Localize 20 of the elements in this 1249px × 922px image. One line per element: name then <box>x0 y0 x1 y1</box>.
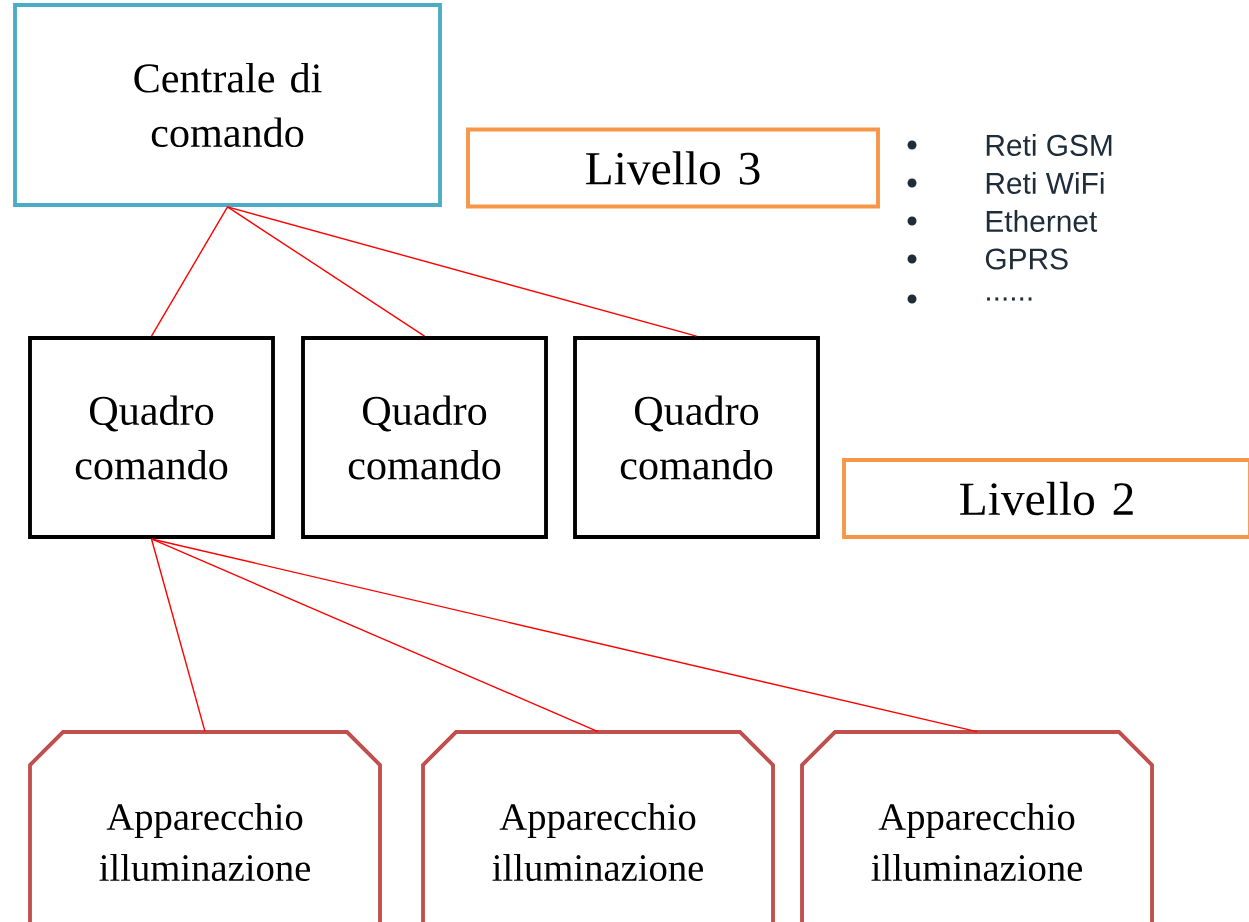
control-panel-box: Quadro comando <box>573 336 820 539</box>
connector-line <box>150 538 599 733</box>
level-label-box: Livello 3 <box>466 127 880 209</box>
list-item: GPRS <box>985 248 1068 270</box>
connector-line <box>150 538 978 733</box>
lighting-device-box: Apparecchio illuminazione <box>800 730 1154 922</box>
list-item: Reti GSM <box>986 134 1112 156</box>
lighting-device-box: Apparecchio illuminazione <box>421 730 775 922</box>
connector-line <box>226 206 426 337</box>
connector-line <box>226 206 698 337</box>
control-center-box: Centrale di comando <box>13 3 442 207</box>
list-item: Ethernet <box>986 210 1098 232</box>
control-panel-box: Quadro comando <box>28 336 275 539</box>
level-label-box: Livello 2 <box>842 458 1249 539</box>
lighting-device-box: Apparecchio illuminazione <box>28 730 382 922</box>
connector-line <box>150 538 206 733</box>
list-item: Reti WiFi <box>986 172 1104 194</box>
connector-line <box>150 206 229 337</box>
list-item: ...... <box>987 297 1032 301</box>
control-panel-box: Quadro comando <box>301 336 548 539</box>
